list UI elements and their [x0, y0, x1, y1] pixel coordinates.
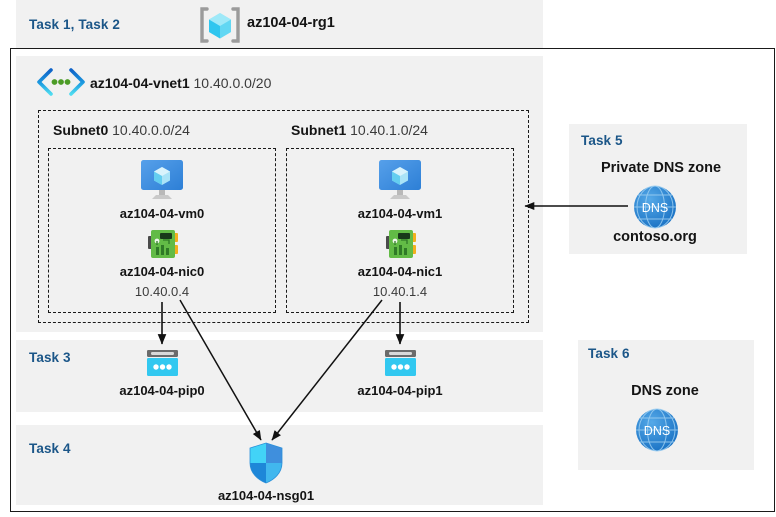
subnet1-name: Subnet1: [291, 122, 347, 138]
vm1-name: az104-04-vm1: [357, 206, 443, 221]
virtual-machine-icon: [376, 158, 424, 202]
public-ip-address-icon: [146, 349, 179, 377]
vnet-cidr: 10.40.0.0/20: [193, 75, 272, 91]
vm0-name: az104-04-vm0: [119, 206, 205, 221]
vnet-header: az104-04-vnet1 10.40.0.0/20: [90, 75, 271, 91]
subnet0-name: Subnet0: [53, 122, 109, 138]
network-interface-icon: [385, 228, 417, 260]
network-security-group-icon: [248, 442, 284, 484]
svg-text:DNS: DNS: [642, 201, 668, 215]
vnet-panel: [16, 56, 543, 332]
public-ip-address-icon: [384, 349, 417, 377]
pip0-name: az104-04-pip0: [119, 383, 205, 398]
vnet-outer-frame: [10, 48, 775, 512]
nic0-name: az104-04-nic0: [119, 264, 205, 279]
task-label-1-2: Task 1, Task 2: [29, 17, 120, 32]
subnet0-header: Subnet0 10.40.0.0/24: [53, 122, 190, 138]
svg-text:DNS: DNS: [644, 424, 670, 438]
private-dns-zone-name: contoso.org: [613, 229, 697, 245]
dns-zone-heading: DNS zone: [631, 383, 699, 399]
subnet1-cidr: 10.40.1.0/24: [350, 122, 428, 138]
virtual-machine-icon: [138, 158, 186, 202]
dns-zone-icon: DNS: [635, 408, 679, 452]
subnet1-header: Subnet1 10.40.1.0/24: [291, 122, 428, 138]
task-label-6: Task 6: [588, 346, 630, 361]
resource-group-name: az104-04-rg1: [247, 15, 335, 31]
task-label-4: Task 4: [29, 441, 71, 456]
nic0-ip: 10.40.0.4: [134, 284, 190, 299]
private-dns-zone-heading: Private DNS zone: [600, 160, 722, 176]
task-label-3: Task 3: [29, 350, 71, 365]
subnet0-cidr: 10.40.0.0/24: [112, 122, 190, 138]
vnet-name: az104-04-vnet1: [90, 75, 190, 91]
nic1-ip: 10.40.1.4: [372, 284, 428, 299]
resource-group-icon: [198, 6, 242, 44]
nic1-name: az104-04-nic1: [357, 264, 443, 279]
task-label-5: Task 5: [581, 133, 623, 148]
nsg-name: az104-04-nsg01: [217, 488, 315, 503]
virtual-network-icon: [36, 68, 86, 96]
network-interface-icon: [147, 228, 179, 260]
resource-group-panel: [16, 0, 543, 48]
dns-zone-icon: DNS: [633, 185, 677, 229]
task3-panel: [16, 340, 543, 412]
pip1-name: az104-04-pip1: [357, 383, 443, 398]
